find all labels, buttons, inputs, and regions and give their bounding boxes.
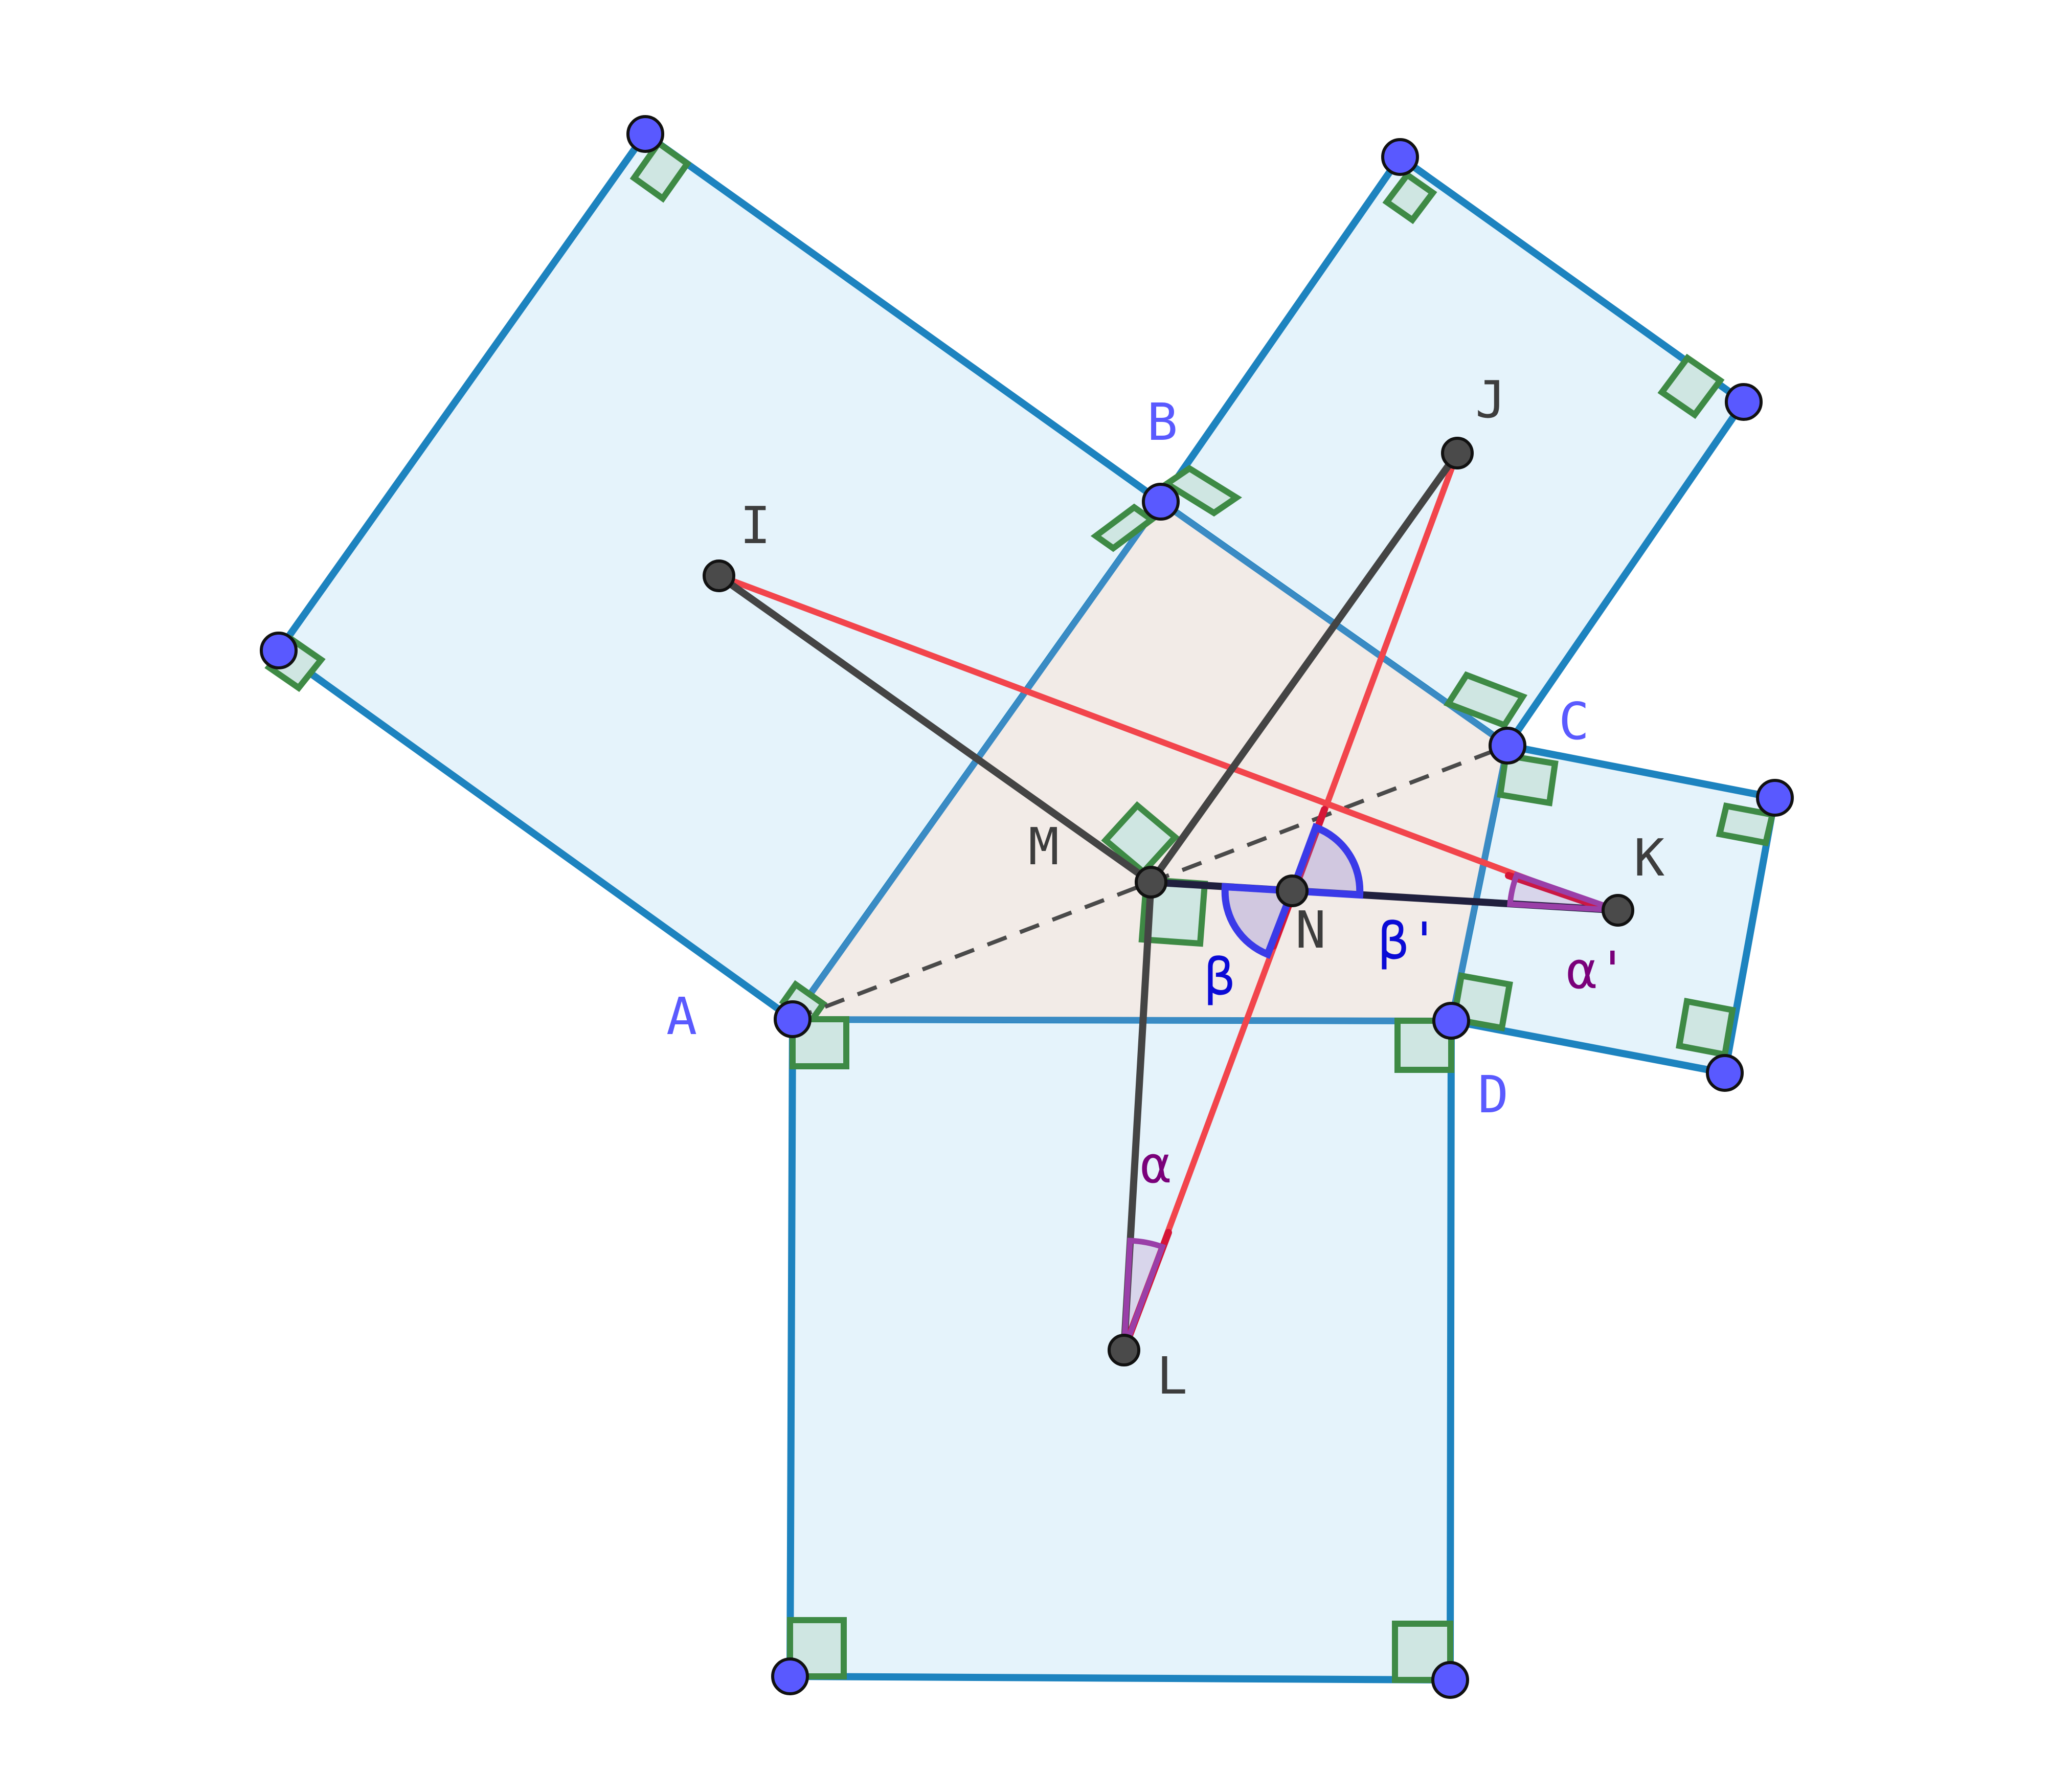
label-K: K xyxy=(1634,828,1664,888)
point-A[interactable] xyxy=(774,1000,812,1038)
square-vertex[interactable] xyxy=(1706,1054,1744,1092)
label-J: J xyxy=(1475,370,1506,430)
square-vertex[interactable] xyxy=(1381,138,1419,176)
label-angle-alpha-prime: α' xyxy=(1566,940,1628,1000)
right-angle-marker xyxy=(1101,801,1180,877)
angle-alpha-prime-arc xyxy=(1507,871,1619,913)
right-angle-marker xyxy=(1676,997,1736,1059)
angle-alpha-arc xyxy=(1121,1238,1166,1351)
label-C: C xyxy=(1559,691,1589,751)
right-angle-marker xyxy=(1497,752,1559,806)
point-D[interactable] xyxy=(1432,1002,1470,1040)
label-N: N xyxy=(1295,900,1326,960)
square-vertex[interactable] xyxy=(260,632,298,669)
angle-beta-prime-arc xyxy=(1287,823,1364,899)
point-N[interactable] xyxy=(1276,874,1309,907)
right-angle-marker xyxy=(1443,671,1528,729)
point-I[interactable] xyxy=(703,559,735,592)
label-D: D xyxy=(1478,1065,1508,1125)
square-vertex[interactable] xyxy=(1725,383,1763,421)
segment-MJ xyxy=(1147,450,1461,886)
square-vertex[interactable] xyxy=(1756,779,1794,817)
segment-IK xyxy=(716,573,1621,916)
right-angle-marker xyxy=(629,139,692,203)
point-C[interactable] xyxy=(1489,727,1526,765)
right-angle-marker xyxy=(1161,464,1243,517)
label-angle-beta-prime: β' xyxy=(1378,911,1439,971)
label-angle-beta: β xyxy=(1204,947,1235,1007)
right-angle-marker xyxy=(1716,802,1776,846)
square-vertex[interactable] xyxy=(626,115,664,153)
right-angle-marker xyxy=(1382,170,1437,225)
label-L: L xyxy=(1157,1346,1187,1406)
right-angle-marker xyxy=(1090,503,1157,552)
label-B: B xyxy=(1147,392,1178,452)
label-I: I xyxy=(740,496,771,555)
point-L[interactable] xyxy=(1108,1334,1140,1366)
point-B[interactable] xyxy=(1142,483,1180,521)
point-K[interactable] xyxy=(1602,894,1634,927)
label-M: M xyxy=(1028,817,1059,877)
label-A: A xyxy=(666,986,697,1046)
segment-MI xyxy=(715,572,1155,886)
point-J[interactable] xyxy=(1441,437,1474,469)
square-vertex[interactable] xyxy=(1431,1661,1469,1699)
square-vertex[interactable] xyxy=(771,1657,809,1695)
label-angle-alpha: α xyxy=(1140,1135,1171,1195)
angle-beta-arc xyxy=(1221,883,1297,959)
right-angle-marker xyxy=(1657,353,1725,419)
point-M[interactable] xyxy=(1135,866,1167,899)
